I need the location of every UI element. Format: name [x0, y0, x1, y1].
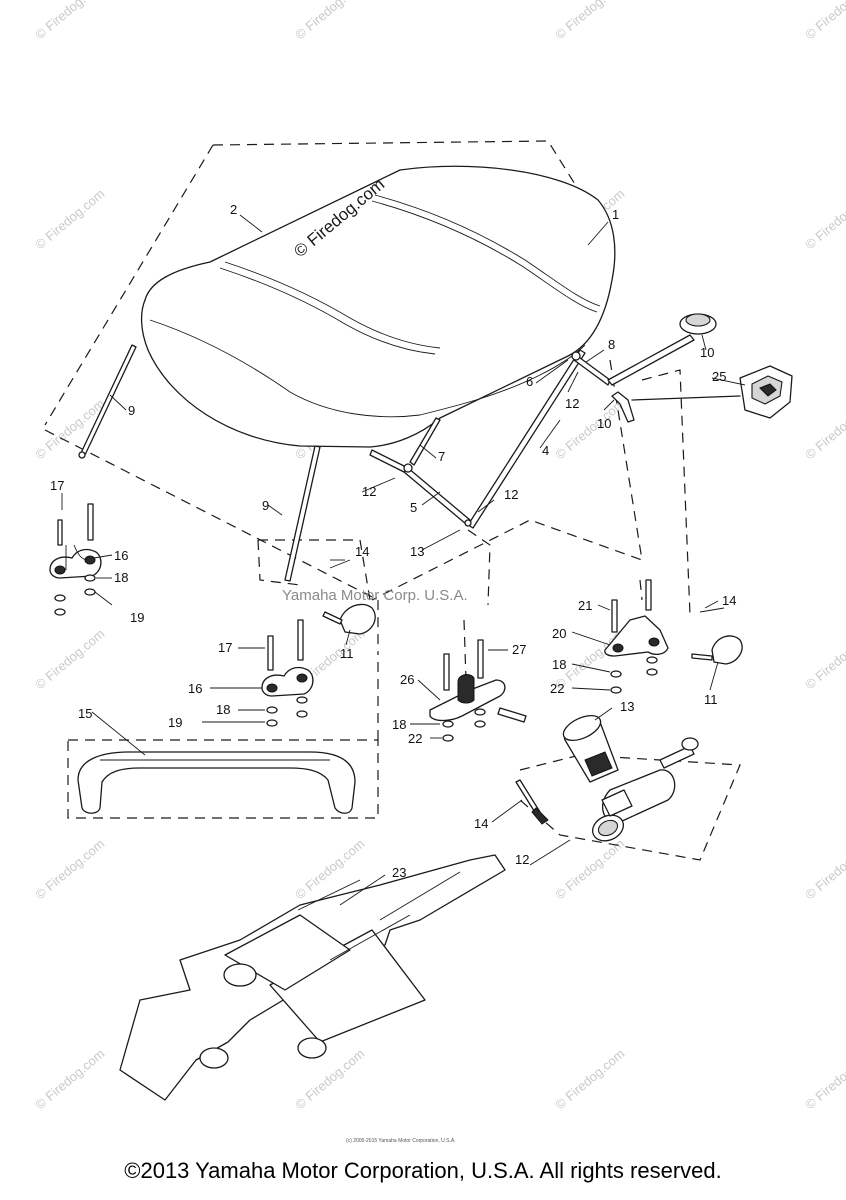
watermark-tile: © Firedog.com [32, 1046, 107, 1112]
callout-5: 5 [410, 500, 417, 515]
callout-16b: 16 [188, 681, 202, 696]
callout-6: 6 [526, 374, 533, 389]
callout-7: 7 [438, 449, 445, 464]
callout-10a: 10 [700, 345, 714, 360]
center-hinge-group [261, 559, 376, 727]
callout-18b: 18 [216, 702, 230, 717]
callout-leaders [61, 214, 746, 906]
callout-25: 25 [712, 369, 726, 384]
callout-27: 27 [512, 642, 526, 657]
left-hinge-group [49, 503, 102, 616]
watermark-tile: © Firedog.com [32, 836, 107, 902]
watermark-tile: © Firedog.com [32, 186, 107, 252]
frame-tubes [78, 334, 695, 582]
storage-cover [119, 854, 506, 1101]
callout-22a: 22 [408, 731, 422, 746]
watermark-tile: © Firedog.com [802, 396, 846, 462]
exploded-view: © Firedog.com © Firedog.com © Firedog.com ©… [32, 0, 846, 1144]
grab-handle [77, 751, 356, 814]
watermark-tile: © Firedog.com [802, 626, 846, 692]
callout-12c: 12 [504, 487, 518, 502]
callout-2: 2 [230, 202, 237, 217]
bimini-top-canvas [140, 165, 616, 448]
watermark-tile: © Firedog.com [802, 186, 846, 252]
watermark-tile: © Firedog.com [552, 836, 627, 902]
callout-9b: 9 [262, 498, 269, 513]
callout-1: 1 [612, 207, 619, 222]
callout-15: 15 [78, 706, 92, 721]
callout-18a: 18 [114, 570, 128, 585]
callout-13a: 13 [410, 544, 424, 559]
callout-20: 20 [552, 626, 566, 641]
watermark-tile: © Firedog.com [292, 0, 367, 42]
copyright-notice: ©2013 Yamaha Motor Corporation, U.S.A. A… [124, 1158, 722, 1183]
watermark-tile: © Firedog.com [802, 1046, 846, 1112]
callout-17a: 17 [50, 478, 64, 493]
small-credit: (c) 2005-2015 Yamaha Motor Corporation, … [346, 1138, 456, 1144]
callout-17b: 17 [218, 640, 232, 655]
center-base [429, 639, 527, 742]
watermark-corp: Yamaha Motor Corp. U.S.A. [282, 587, 468, 604]
watermark-tile: © Firedog.com [802, 836, 846, 902]
right-base [604, 579, 743, 694]
callout-10b: 10 [597, 416, 611, 431]
watermark-tile: © Firedog.com [552, 1046, 627, 1112]
assembly-frames [44, 140, 741, 861]
callout-9a: 9 [128, 403, 135, 418]
callout-12a: 12 [565, 396, 579, 411]
callout-23: 23 [392, 865, 406, 880]
callout-11a: 11 [340, 646, 354, 661]
callout-18d: 18 [552, 657, 566, 672]
callout-22b: 22 [550, 681, 564, 696]
callout-11b: 11 [704, 692, 718, 707]
callout-8: 8 [608, 337, 615, 352]
watermark-tile: © Firedog.com [552, 396, 627, 462]
watermark-tile: © Firedog.com [552, 0, 627, 42]
callout-13b: 13 [620, 699, 634, 714]
fitting-detail [515, 714, 699, 842]
watermark-tile: © Firedog.com [32, 626, 107, 692]
callout-12d: 12 [515, 852, 529, 867]
callout-14c: 14 [722, 593, 736, 608]
callout-26: 26 [400, 672, 414, 687]
watermark-tile: © Firedog.com [802, 0, 846, 42]
callout-19b: 19 [168, 715, 182, 730]
watermark-tile: © Firedog.com [32, 0, 107, 42]
callout-4: 4 [542, 443, 549, 458]
callout-labels: 1 2 4 5 6 7 8 9 9 10 10 11 11 12 12 12 1… [50, 202, 736, 880]
callout-18c: 18 [392, 717, 406, 732]
callout-12b: 12 [362, 484, 376, 499]
callout-14b: 14 [474, 816, 488, 831]
callout-16a: 16 [114, 548, 128, 563]
callout-14a: 14 [355, 544, 369, 559]
callout-19a: 19 [130, 610, 144, 625]
knob-and-clamp [611, 313, 793, 423]
callout-21: 21 [578, 598, 592, 613]
